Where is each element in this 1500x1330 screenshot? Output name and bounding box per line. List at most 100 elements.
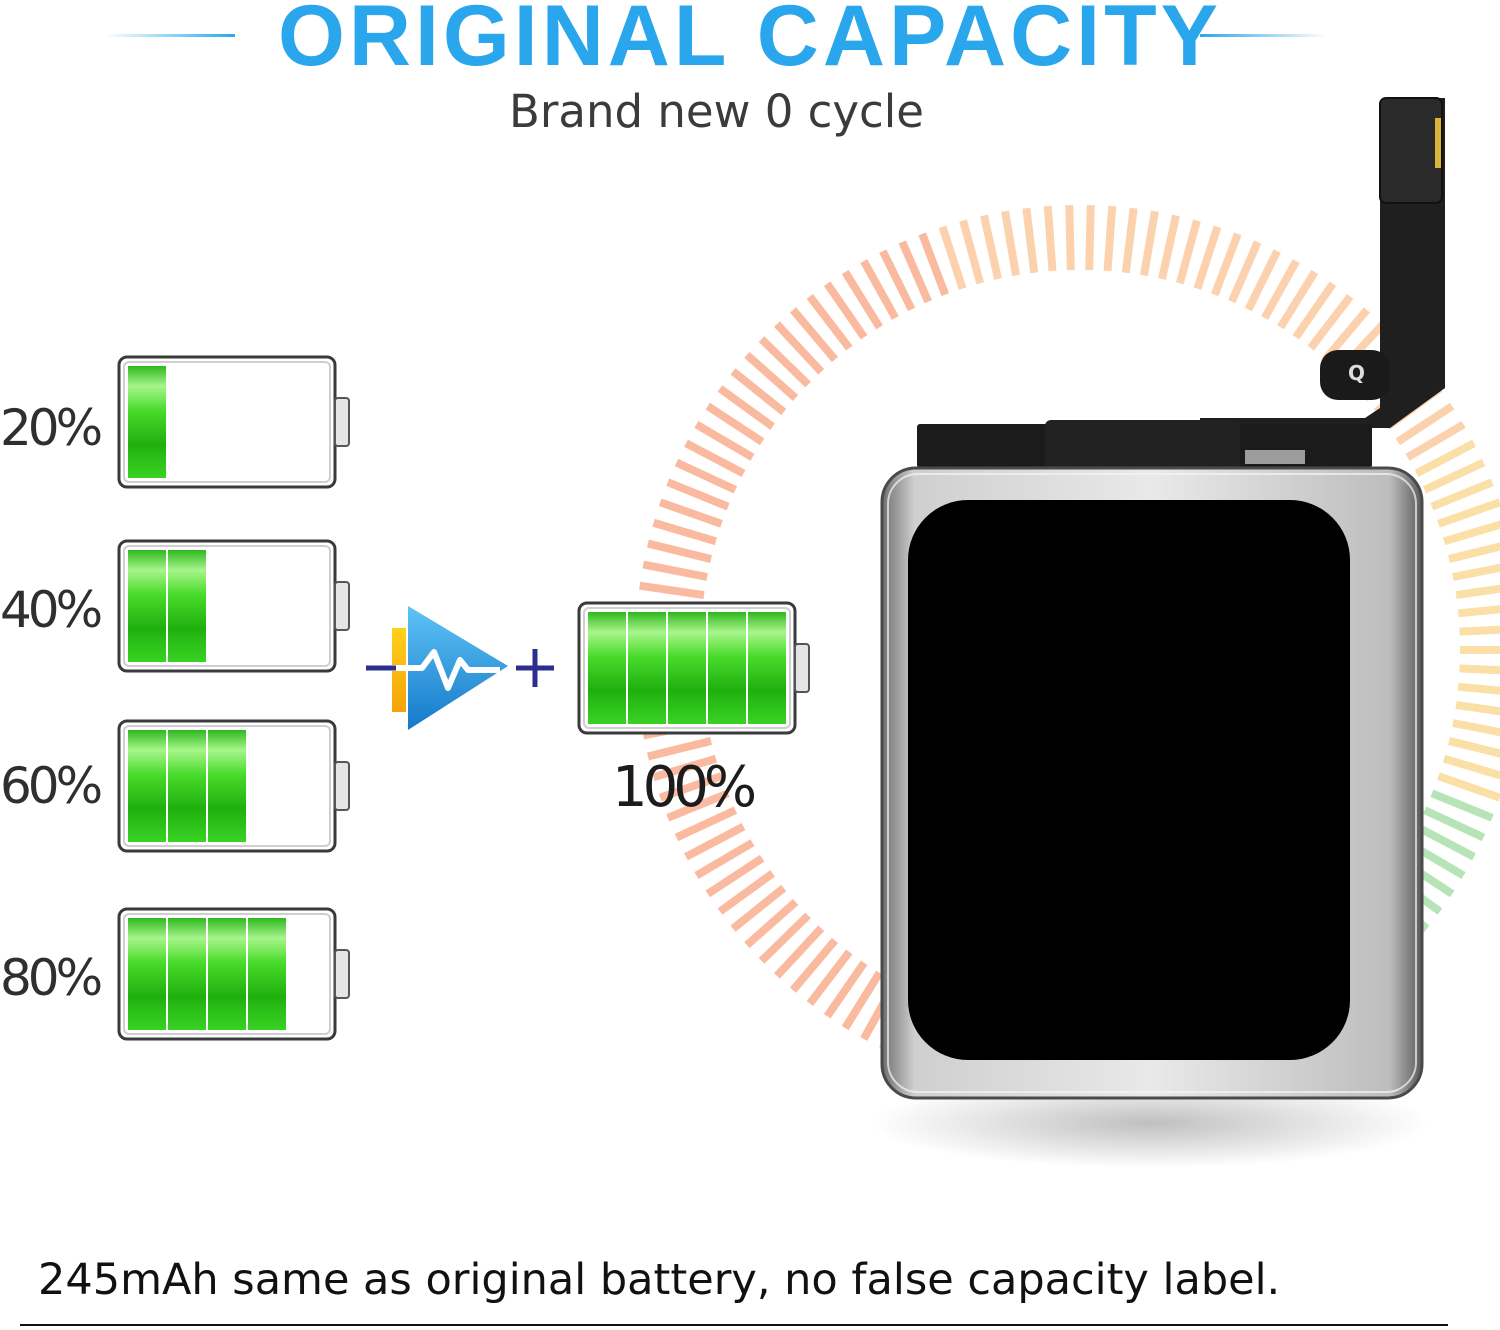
battery-cell [168, 550, 206, 662]
burst-ray [1459, 664, 1500, 675]
burst-ray [684, 823, 746, 861]
burst-ray [1459, 625, 1500, 636]
burst-ray [1422, 806, 1486, 842]
burst-ray [684, 439, 746, 477]
burst-ray [646, 539, 712, 563]
battery-cell [128, 730, 166, 842]
svg-text:Q: Q [1348, 361, 1365, 385]
burst-ray [730, 884, 787, 932]
burst-ray [841, 970, 883, 1031]
burst-ray [1175, 219, 1201, 285]
charge-arrow-icon [366, 606, 508, 730]
burst-ray [1085, 205, 1095, 271]
burst-ray [774, 321, 825, 375]
burst-ray [1430, 478, 1494, 511]
burst-ray [1103, 205, 1117, 272]
burst-ray [1442, 754, 1500, 780]
burst-ray [1452, 719, 1500, 737]
burst-ray [1261, 259, 1300, 320]
burst-ray [1430, 789, 1494, 822]
burst-ray [789, 937, 839, 993]
burst-ray [1455, 700, 1500, 716]
burst-ray [1437, 772, 1500, 802]
battery-cell [168, 918, 206, 1030]
burst-ray [1292, 281, 1337, 340]
title-line-left [105, 34, 235, 37]
battery-cell [128, 366, 166, 478]
burst-ray [1414, 439, 1476, 477]
burst-ray [1414, 823, 1476, 861]
burst-ray [666, 789, 730, 822]
burst-ray [1211, 232, 1242, 297]
burst-ray [823, 960, 868, 1019]
burst-ray [717, 870, 775, 915]
burst-ray [658, 498, 723, 528]
burst-ray [652, 518, 718, 546]
burst-ray [860, 259, 899, 320]
burst-ray [758, 336, 811, 388]
burst-ray [730, 368, 787, 416]
burst-ray [1065, 205, 1075, 271]
burst-ray [1193, 225, 1222, 290]
burst-ray [823, 281, 868, 340]
burst-ray [744, 898, 799, 949]
burst-ray [1228, 240, 1262, 304]
burst-ray [1448, 737, 1500, 758]
battery-cell [748, 612, 786, 724]
burst-ray [1307, 293, 1354, 351]
burst-ray [1405, 420, 1466, 461]
burst-ray [1422, 458, 1486, 494]
page-subtitle: Brand new 0 cycle [509, 85, 924, 138]
burst-ray [1455, 584, 1500, 600]
burst-ray [1442, 520, 1500, 546]
footer-caption: 245mAh same as original battery, no fals… [38, 1255, 1281, 1305]
battery-cell [708, 612, 746, 724]
battery-cell [668, 612, 706, 724]
burst-ray [694, 420, 755, 461]
footer-rule [20, 1324, 1448, 1326]
burst-ray [1395, 402, 1455, 446]
burst-ray [666, 478, 730, 511]
burst-ray [918, 232, 949, 297]
burst-ray [1452, 563, 1500, 581]
burst-ray [694, 839, 755, 880]
burst-ray [1448, 542, 1500, 563]
battery-cell [208, 730, 246, 842]
battery-icon-60 [117, 719, 350, 853]
burst-ray [1457, 605, 1500, 618]
burst-ray [1158, 214, 1180, 280]
burst-ray [642, 560, 708, 581]
battery-cell [128, 550, 166, 662]
burst-ray [674, 458, 738, 494]
burst-ray [806, 293, 853, 351]
battery-cell [208, 918, 246, 1030]
burst-ray [789, 307, 839, 363]
battery-icon-100 [577, 601, 810, 735]
burst-ray [1244, 249, 1281, 312]
battery-cell [588, 612, 626, 724]
burst-ray [652, 754, 718, 782]
battery-cell [628, 612, 666, 724]
burst-ray [758, 912, 811, 964]
plus-icon [516, 649, 554, 687]
burst-ray [1140, 210, 1159, 277]
burst-ray [774, 925, 825, 979]
watch-battery-image: Q [870, 97, 1445, 1168]
battery-icon-20 [117, 355, 350, 489]
burst-ray [744, 351, 799, 402]
battery-cell [168, 730, 206, 842]
charge-label-60: 60% [0, 757, 103, 815]
burst-ray [705, 402, 765, 446]
burst-ray [1277, 269, 1319, 330]
battery-icon-80 [117, 907, 350, 1041]
burst-ray [938, 225, 967, 290]
battery-cell [128, 918, 166, 1030]
battery-cell [248, 918, 286, 1030]
title-line-right [1200, 34, 1328, 37]
burst-ray [717, 385, 775, 430]
burst-ray [1457, 682, 1500, 695]
burst-ray [639, 581, 705, 600]
burst-ray [1043, 205, 1057, 272]
burst-ray [879, 249, 916, 312]
burst-ray [705, 854, 765, 898]
